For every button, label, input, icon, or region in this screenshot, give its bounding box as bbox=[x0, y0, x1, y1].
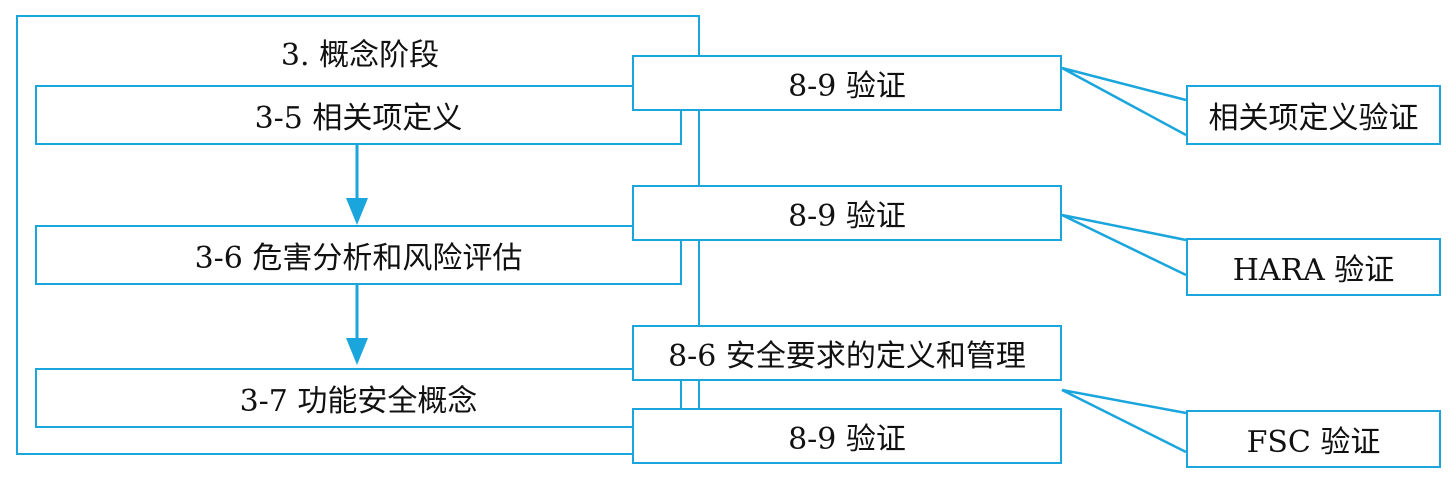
process-safety-requirements-label: 8-6 安全要求的定义和管理 bbox=[668, 339, 1026, 374]
result-item-definition-verification-label: 相关项定义验证 bbox=[1208, 101, 1419, 136]
step-item-definition bbox=[35, 85, 682, 145]
process-verification-2 bbox=[632, 185, 1062, 241]
process-verification-1 bbox=[632, 55, 1062, 111]
callout-connector bbox=[1061, 213, 1187, 277]
callout-connector bbox=[1061, 388, 1187, 454]
step-hara-label: 3-6 危害分析和风险评估 bbox=[194, 241, 523, 276]
step-functional-safety-concept-label: 3-7 功能安全概念 bbox=[239, 384, 478, 419]
process-safety-requirements bbox=[632, 325, 1062, 381]
result-fsc-verification-label: FSC 验证 bbox=[1246, 425, 1381, 460]
process-verification-1-label: 8-9 验证 bbox=[788, 69, 906, 104]
step-hara bbox=[35, 225, 682, 285]
step-functional-safety-concept bbox=[35, 368, 682, 428]
result-hara-verification bbox=[1186, 238, 1441, 296]
result-hara-verification-label: HARA 验证 bbox=[1232, 253, 1395, 288]
result-item-definition-verification bbox=[1186, 85, 1441, 145]
result-fsc-verification bbox=[1186, 410, 1441, 468]
callout-connector bbox=[1061, 66, 1187, 137]
process-verification-3 bbox=[632, 408, 1062, 464]
concept-phase-title: 3. 概念阶段 bbox=[280, 38, 440, 73]
process-verification-2-label: 8-9 验证 bbox=[788, 199, 906, 234]
step-item-definition-label: 3-5 相关项定义 bbox=[254, 101, 463, 136]
process-verification-3-label: 8-9 验证 bbox=[788, 422, 906, 457]
